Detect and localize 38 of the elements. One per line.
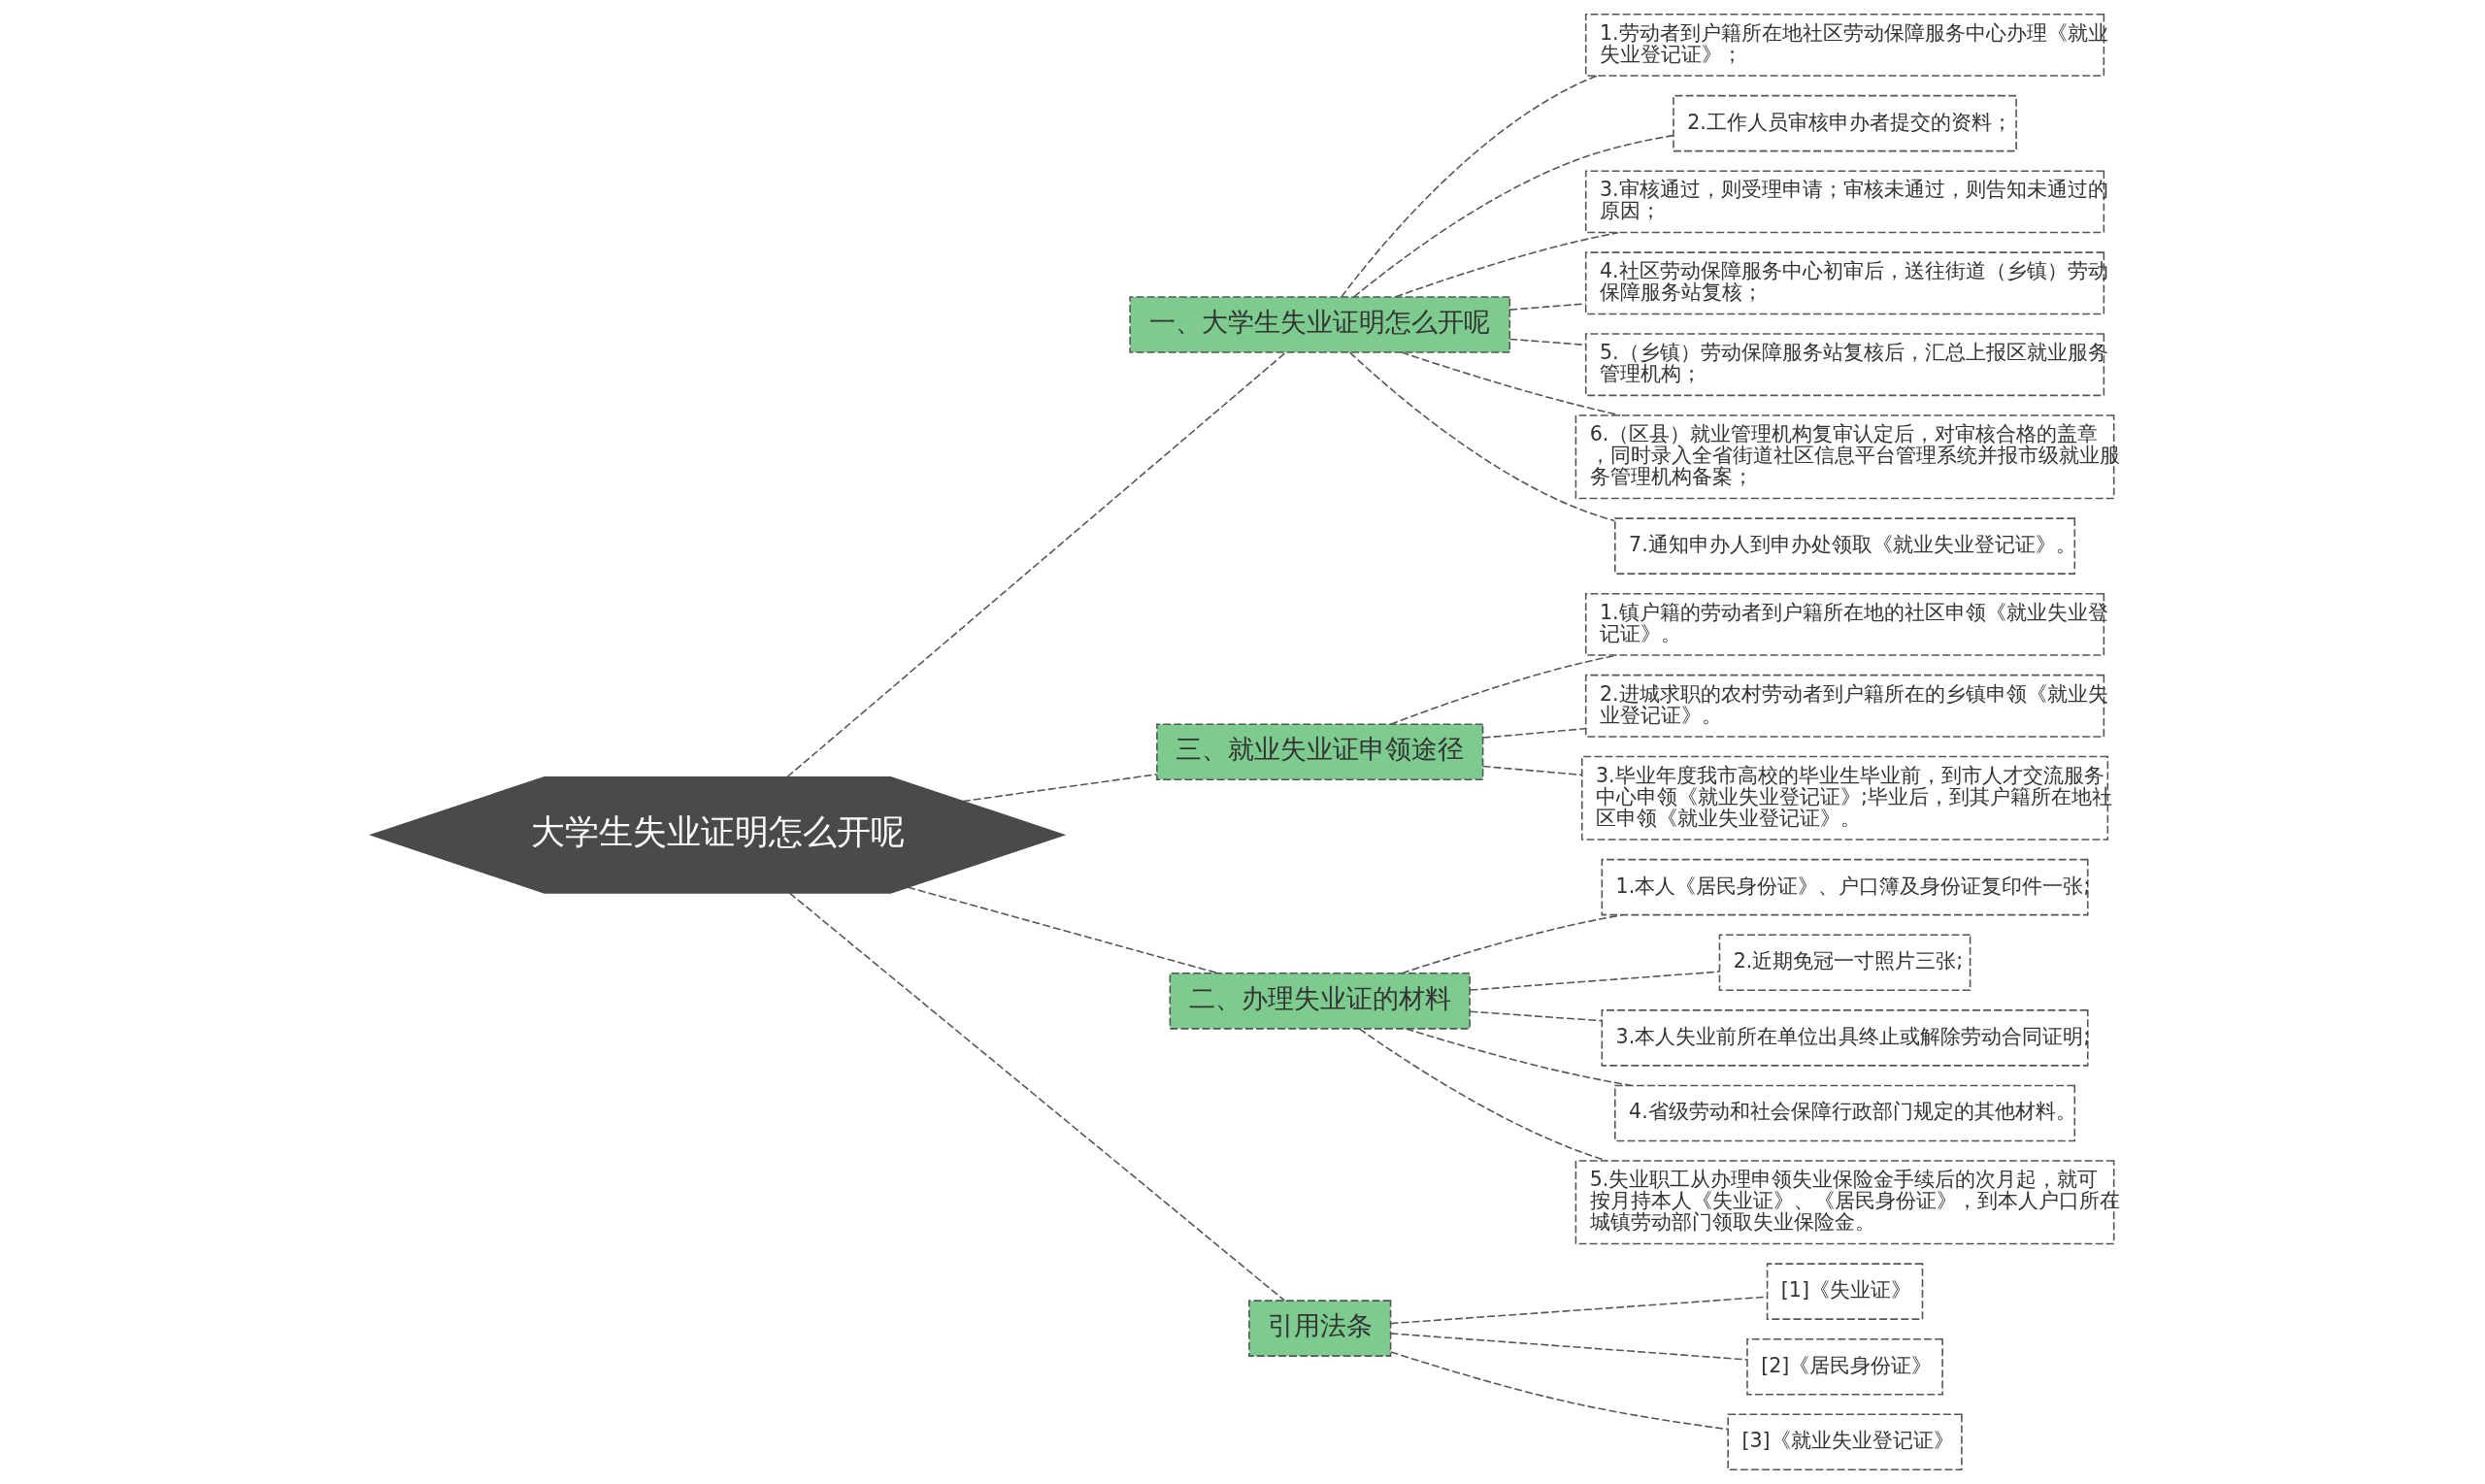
node-box: 1.镇户籍的劳动者到户籍所在地的社区申领《就业失业登记证》。 [1584, 592, 2105, 656]
node-box: 1.本人《居民身份证》、户口簿及身份证复印件一张; [1601, 858, 2089, 916]
node-box: 1.劳动者到户籍所在地社区劳动保障服务中心办理《就业失业登记证》； [1584, 13, 2105, 77]
connector [907, 886, 1219, 974]
node-box: 3.审核通过，则受理申请；审核未通过，则告知未通过的原因； [1584, 170, 2105, 234]
node-box: 三、就业失业证申领途径 [1156, 723, 1484, 781]
node-box: 2.进城求职的农村劳动者到户籍所在的乡镇申领《就业失业登记证》。 [1584, 674, 2105, 738]
node-box: 2.工作人员审核申办者提交的资料； [1673, 94, 2017, 152]
connector [1508, 338, 1587, 346]
node-box: 5.（乡镇）劳动保障服务站复核后，汇总上报区就业服务管理机构； [1584, 333, 2105, 397]
connector [1389, 1333, 1748, 1361]
connector [1341, 75, 1598, 298]
connector [1481, 765, 1583, 776]
node-box: 一、大学生失业证明怎么开呢 [1129, 296, 1511, 353]
connector [1469, 1010, 1603, 1022]
connector [788, 892, 1286, 1302]
connector [1405, 1028, 1633, 1087]
node-box: 7.通知申办人到申办处领取《就业失业登记证》。 [1614, 517, 2076, 575]
node-box: 2.近期免冠一寸照片三张; [1718, 934, 1971, 992]
connector [962, 774, 1158, 803]
connector [1348, 351, 1615, 522]
connector [786, 351, 1287, 778]
connector [1395, 231, 1619, 298]
connector [1352, 134, 1674, 298]
node-box: 引用法条 [1248, 1300, 1392, 1357]
node-box: 3.本人失业前所在单位出具终止或解除劳动合同证明; [1601, 1009, 2089, 1067]
node-box: 二、办理失业证的材料 [1169, 973, 1471, 1030]
node-box: [1]《失业证》 [1766, 1263, 1924, 1320]
connector [1469, 971, 1721, 991]
connector [1508, 303, 1587, 311]
connector [1401, 913, 1624, 974]
node-box: [2]《居民身份证》 [1746, 1337, 1943, 1396]
node-box: [3]《就业失业登记证》 [1727, 1413, 1963, 1471]
connector [1358, 1028, 1608, 1162]
connector [1481, 727, 1587, 739]
node-box: 4.社区劳动保障服务中心初审后，送往街道（乡镇）劳动保障服务站复核； [1584, 251, 2105, 315]
connector [1390, 1351, 1729, 1431]
node-box: 4.省级劳动和社会保障行政部门规定的其他材料。 [1614, 1084, 2076, 1142]
